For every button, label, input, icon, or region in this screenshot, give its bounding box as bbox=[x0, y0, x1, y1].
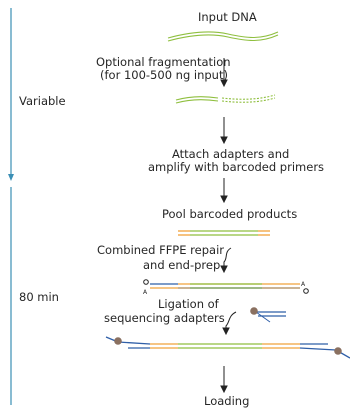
step-attach-line2: amplify with barcoded primers bbox=[148, 160, 325, 174]
fragmented-dna-strands bbox=[175, 94, 276, 104]
timeline bbox=[8, 8, 14, 405]
sequencing-adapter bbox=[250, 307, 286, 323]
time-label-variable: Variable bbox=[19, 94, 66, 108]
arrow-repair bbox=[220, 247, 232, 274]
arrow-attach bbox=[220, 117, 228, 145]
time-label-80min: 80 min bbox=[19, 290, 59, 304]
a-tail-label-right: A bbox=[301, 281, 306, 288]
step-ligation-line2: sequencing adapters bbox=[104, 311, 225, 325]
motor-protein bbox=[250, 307, 258, 315]
step-fragmentation-line1: Optional fragmentation bbox=[96, 55, 231, 69]
step-repair-line2: and end-prep bbox=[143, 258, 221, 272]
step-input-dna: Input DNA bbox=[198, 10, 257, 24]
end-prepped-strands bbox=[143, 279, 309, 294]
step-ligation-line1: Ligation of bbox=[158, 297, 219, 311]
input-dna-strands bbox=[167, 31, 279, 42]
arrow-ligation bbox=[222, 311, 237, 336]
timeline-arrowhead bbox=[8, 174, 14, 181]
step-fragmentation-line2: (for 100-500 ng input) bbox=[100, 68, 228, 82]
arrow-fragmentation bbox=[220, 58, 228, 88]
pooled-amplicons bbox=[178, 230, 270, 236]
step-loading: Loading bbox=[204, 394, 250, 408]
adapter-ligated-library bbox=[105, 336, 350, 359]
motor-protein-left bbox=[114, 337, 122, 345]
step-pool: Pool barcoded products bbox=[162, 207, 298, 221]
motor-protein-right bbox=[334, 347, 342, 355]
arrow-loading bbox=[220, 366, 228, 394]
a-tail-label-left: A bbox=[143, 289, 148, 296]
step-attach-line1: Attach adapters and bbox=[172, 147, 290, 161]
step-repair-line1: Combined FFPE repair bbox=[97, 243, 224, 257]
arrow-pool bbox=[220, 178, 228, 204]
